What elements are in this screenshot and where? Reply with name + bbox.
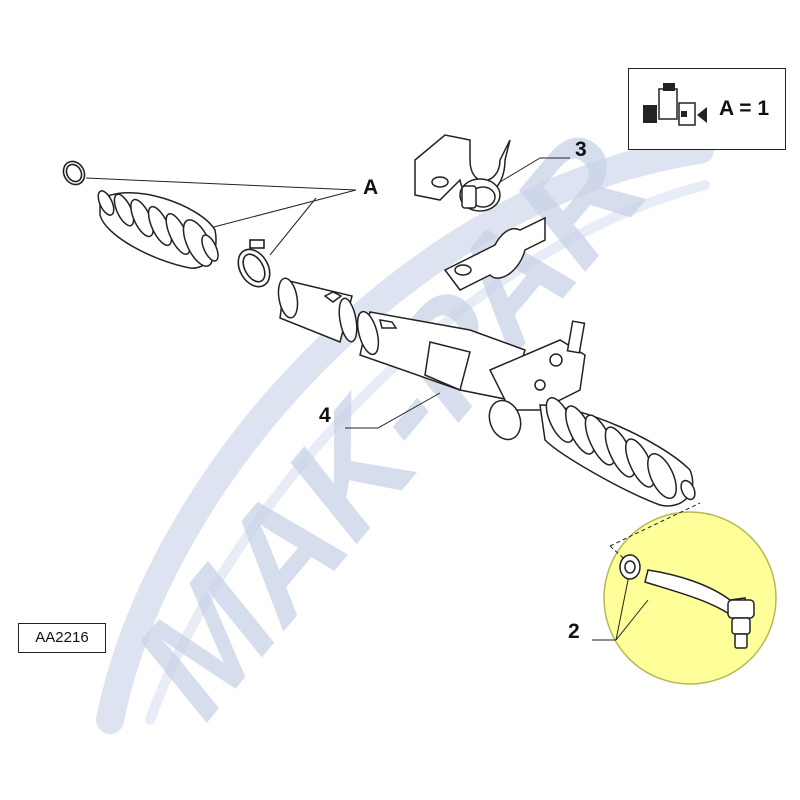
- bushing: [459, 178, 501, 212]
- watermark-swoosh-inner: [145, 180, 710, 725]
- hose-clamp: [237, 239, 271, 288]
- callout-2: 2: [568, 620, 580, 643]
- leader-lines: [85, 157, 701, 641]
- mounting-bracket-bottom: [443, 216, 546, 291]
- watermark-swoosh: [96, 136, 714, 734]
- legend-text: A = 1: [719, 97, 769, 120]
- callout-3: 3: [575, 138, 587, 161]
- highlight-circle: [603, 511, 777, 685]
- callout-4: 4: [319, 404, 331, 427]
- legend-box: A = 1: [628, 68, 786, 150]
- steering-rack: [356, 310, 696, 507]
- rack-sleeve: [277, 277, 358, 344]
- tie-rod-end: [619, 554, 755, 649]
- callout-a: A: [363, 176, 379, 199]
- snap-ring: [62, 160, 86, 186]
- bellows-boot-left: [97, 190, 219, 269]
- parts-kit-icon: [643, 83, 707, 126]
- drawing-code: AA2216: [18, 623, 106, 653]
